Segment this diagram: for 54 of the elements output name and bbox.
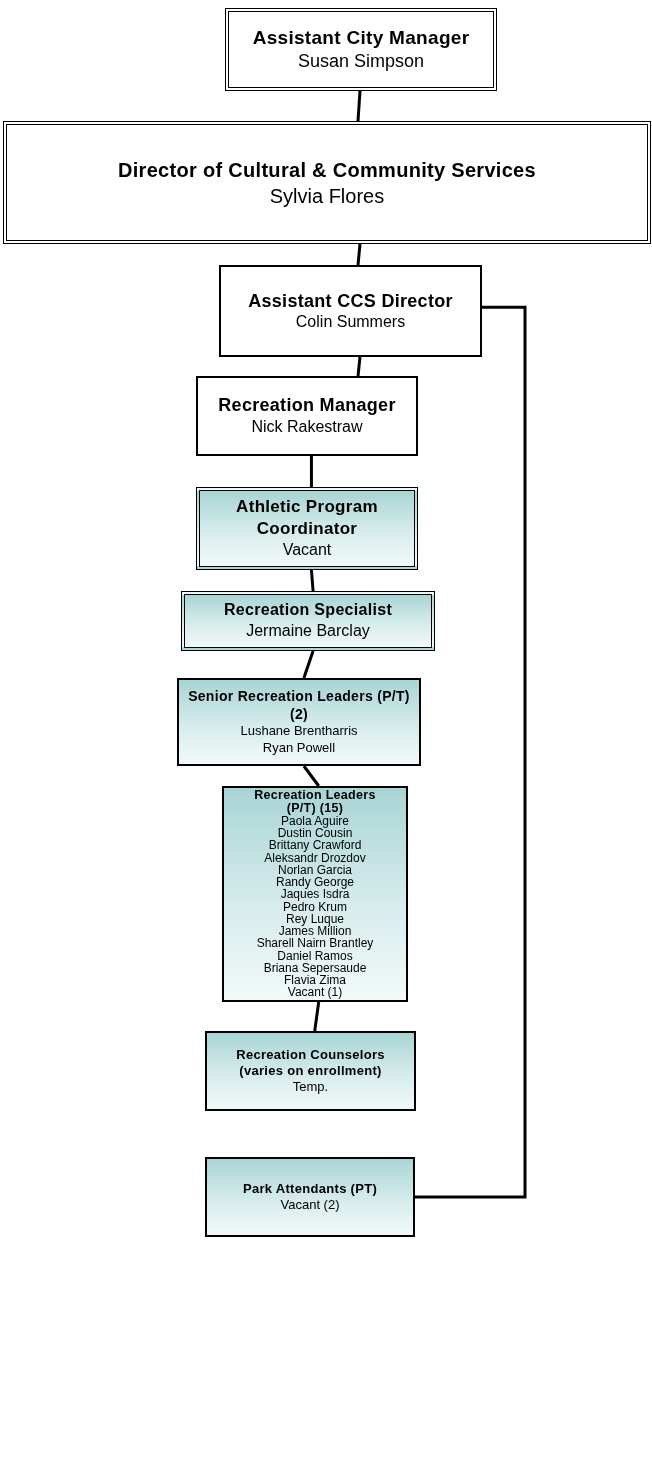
org-chart-box (205, 1157, 415, 1237)
staff-name: Aleksandr Drozdov (264, 851, 366, 864)
staff-name: Daniel Ramos (277, 949, 353, 962)
connector-line (302, 650, 315, 679)
staff-name: Rey Luque (285, 912, 344, 926)
connector-line (313, 1001, 321, 1032)
staff-name: Norlan Garcia (278, 863, 352, 877)
staff-name: Jaques Isdra (280, 888, 350, 901)
staff-name: Briana Sepersaude (263, 961, 367, 975)
org-chart-box (225, 8, 497, 91)
connector-line (356, 90, 362, 122)
position-title: Assistant City Manager (252, 26, 470, 51)
staff-name: Randy George (275, 876, 354, 889)
staff-name: Vacant (1) (287, 986, 343, 999)
staff-name: James Million (278, 925, 352, 938)
staff-name: Vacant (2) (280, 1197, 340, 1214)
position-title: Assistant CCS Director (248, 290, 453, 313)
position-title: Park Attendants (PT) (242, 1180, 378, 1197)
staff-name: Nick Rakestraw (251, 417, 363, 438)
staff-name: Brittany Crawford (268, 839, 362, 852)
position-title: Recreation Counselors (varies on enrollment) (235, 1046, 386, 1080)
staff-name: Dustin Cousin (277, 827, 353, 840)
position-title: Recreation Specialist (223, 600, 393, 621)
staff-name: Vacant (282, 540, 332, 561)
org-chart-box (196, 376, 418, 456)
staff-name: Lushane Brentharris (240, 723, 358, 740)
connector-line (302, 765, 320, 787)
org-chart-box (196, 487, 418, 570)
staff-name: Ryan Powell (262, 739, 336, 756)
position-title: Senior Recreation Leaders (P/T) (2) (187, 688, 411, 724)
org-chart-box (3, 121, 651, 244)
position-title: Recreation Leaders (P/T) (15) (253, 789, 377, 815)
position-title: Director of Cultural & Community Services (118, 157, 536, 183)
staff-name: Susan Simpson (297, 50, 425, 73)
staff-name: Temp. (292, 1079, 329, 1096)
org-chart-box (219, 265, 482, 357)
org-chart-box (177, 678, 421, 766)
staff-name: Pedro Krum (283, 900, 347, 913)
connector-line (356, 356, 362, 377)
staff-name: Colin Summers (295, 312, 406, 332)
connector-line (415, 305, 527, 1199)
position-title: Recreation Manager (218, 393, 396, 417)
staff-name: Flavia Zima (284, 974, 346, 987)
staff-name: Paola Aguire (280, 815, 350, 828)
connector-line (309, 456, 313, 487)
staff-name: Sylvia Flores (269, 183, 385, 209)
org-chart-box (205, 1031, 416, 1111)
org-chart-box (181, 591, 435, 651)
connector-line (309, 569, 315, 592)
connector-line (356, 243, 362, 266)
position-title: Athletic Program Coordinator (235, 496, 379, 541)
org-chart-box (222, 786, 408, 1002)
staff-name: Sharell Nairn Brantley (256, 937, 374, 950)
staff-name: Jermaine Barclay (246, 621, 370, 641)
